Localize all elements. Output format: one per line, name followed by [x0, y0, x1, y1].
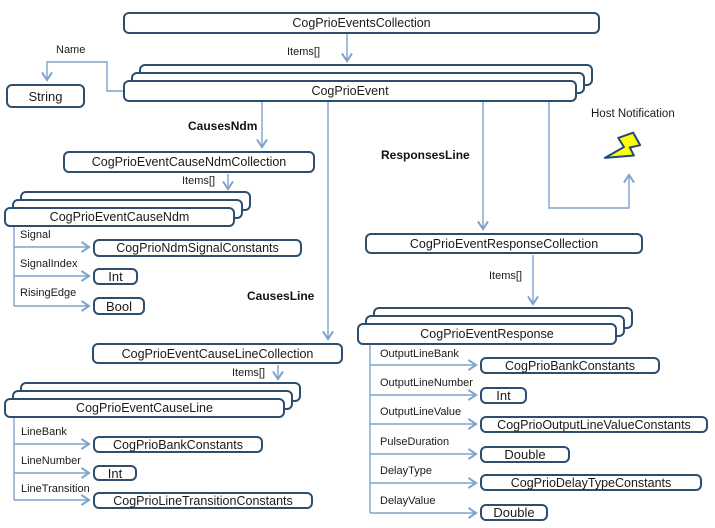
node-resp-delay-double-type: Double — [480, 504, 548, 521]
edge-label-output-line-number: OutputLineNumber — [380, 377, 473, 389]
node-resp-int-type: Int — [480, 387, 527, 404]
node-response: CogPrioEventResponse — [357, 323, 617, 345]
lightning-bolt-icon — [603, 131, 642, 159]
node-events-collection: CogPrioEventsCollection — [123, 12, 600, 34]
node-cause-line-collection: CogPrioEventCauseLineCollection — [92, 343, 343, 364]
edge-label-items-response: Items[] — [489, 270, 523, 282]
edge-label-responses-line: ResponsesLine — [381, 148, 470, 162]
edge-label-items-top: Items[] — [287, 46, 321, 58]
edge-label-pulse-duration: PulseDuration — [380, 436, 450, 448]
node-cause-ndm-collection: CogPrioEventCauseNdmCollection — [63, 151, 315, 173]
node-ndm-signal-constants: CogPrioNdmSignalConstants — [93, 239, 302, 257]
node-response-collection: CogPrioEventResponseCollection — [365, 233, 643, 254]
node-ndm-bool-type: Bool — [93, 297, 145, 315]
node-resp-delay-type-constants: CogPrioDelayTypeConstants — [480, 474, 702, 491]
edge-label-output-line-bank: OutputLineBank — [380, 348, 459, 360]
edge-label-delay-type: DelayType — [380, 465, 432, 477]
edge-label-line-number: LineNumber — [21, 455, 81, 467]
edge-label-rising-edge: RisingEdge — [20, 287, 77, 299]
node-string-type: String — [6, 84, 85, 108]
edge-label-signal-index: SignalIndex — [20, 258, 78, 270]
node-line-bank-constants: CogPrioBankConstants — [93, 436, 263, 453]
edge-label-output-line-value: OutputLineValue — [380, 406, 462, 418]
edge-label-items-ndm: Items[] — [182, 175, 216, 187]
edge-label-line-transition: LineTransition — [21, 483, 90, 495]
edge-label-delay-value: DelayValue — [380, 495, 436, 507]
edge-label-items-line: Items[] — [232, 367, 266, 379]
node-resp-output-line-value-constants: CogPrioOutputLineValueConstants — [480, 416, 708, 433]
node-line-transition-constants: CogPrioLineTransitionConstants — [93, 492, 313, 509]
node-cause-ndm: CogPrioEventCauseNdm — [4, 207, 235, 227]
edge-label-signal: Signal — [20, 229, 51, 241]
node-cause-line: CogPrioEventCauseLine — [4, 398, 285, 418]
host-notification-label: Host Notification — [591, 108, 675, 120]
edge-label-line-bank: LineBank — [21, 426, 67, 438]
node-ndm-int-type: Int — [93, 268, 138, 285]
node-resp-bank-constants: CogPrioBankConstants — [480, 357, 660, 374]
node-resp-pulse-double-type: Double — [480, 446, 570, 463]
node-line-int-type: Int — [93, 465, 137, 481]
node-event: CogPrioEvent — [123, 80, 577, 102]
edge-label-causes-line: CausesLine — [247, 289, 315, 303]
edge-label-causes-ndm: CausesNdm — [188, 119, 258, 133]
edge-label-name: Name — [56, 44, 86, 56]
